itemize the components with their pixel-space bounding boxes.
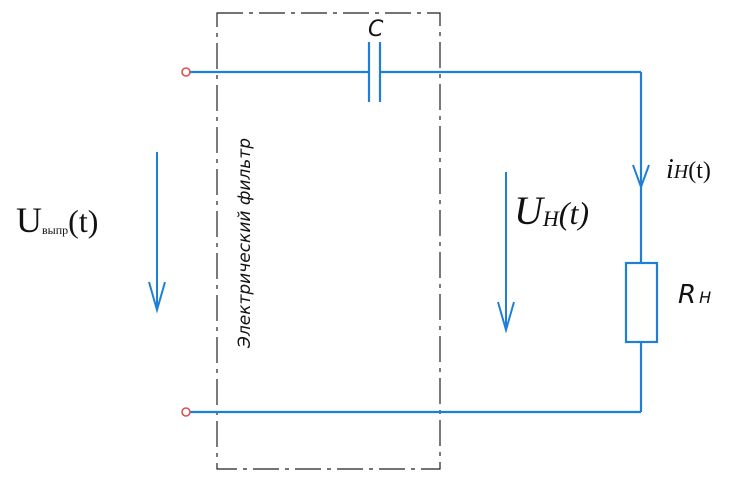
svg-text:iH(t): iH(t) — [666, 154, 711, 185]
resistor-symbol: R — [678, 280, 696, 310]
load-voltage-arrow — [497, 172, 515, 334]
load-voltage-argument: (t) — [559, 195, 589, 231]
load-voltage-subscript: H — [542, 206, 560, 231]
input-voltage-symbol: U — [16, 200, 42, 240]
terminal-top — [181, 67, 191, 77]
load-current-argument: (t) — [688, 158, 711, 184]
capacitor-label: C — [368, 17, 384, 42]
input-voltage-argument: (t) — [68, 203, 98, 239]
svg-text:UH(t): UH(t) — [514, 188, 589, 233]
load-voltage-symbol: U — [514, 188, 546, 233]
load-resistor — [624, 261, 659, 344]
load-current-symbol: i — [666, 154, 674, 185]
resistor-subscript: H — [699, 288, 711, 307]
load-voltage-label: UH(t) — [514, 188, 589, 233]
filter-label: Электрический фильтр — [235, 138, 255, 349]
load-current-subscript: H — [673, 161, 690, 183]
input-voltage-arrow — [148, 152, 166, 314]
terminal-bottom — [181, 407, 191, 417]
input-voltage-label: Uвыпр(t) — [16, 200, 98, 240]
input-voltage-subscript: выпр — [42, 223, 68, 237]
load-current-arrow — [632, 164, 650, 190]
svg-text:RH: RH — [678, 280, 711, 310]
filter-boundary — [216, 12, 441, 470]
load-current-label: iH(t) — [666, 154, 711, 185]
svg-text:Uвыпр(t): Uвыпр(t) — [16, 200, 98, 240]
